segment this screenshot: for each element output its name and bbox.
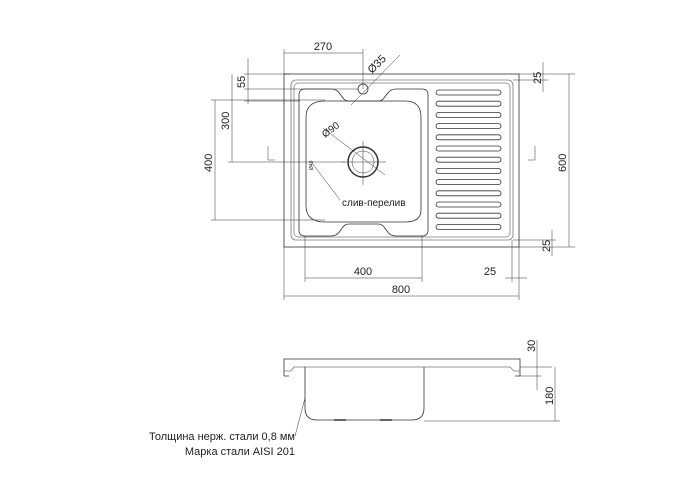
dim-drain-offset: 300 (220, 112, 232, 130)
drainer-groove (435, 134, 502, 141)
drainer-groove (435, 100, 502, 107)
drainer-groove (435, 123, 502, 129)
dim-drain-diameter: Ø90 (320, 120, 342, 140)
dim-overflow-diameter: Ø35 (366, 53, 389, 76)
dim-bowl-length: 400 (203, 154, 215, 172)
drainer-groove (435, 156, 502, 163)
dim-rim-top: 25 (532, 72, 544, 84)
overflow-label: слив-перелив (342, 198, 406, 209)
overflow-small-label: Ø40 (309, 160, 315, 170)
drainer-groove (435, 190, 502, 197)
note-grade: Марка стали AISI 201 (185, 446, 295, 458)
bowl-outer (298, 88, 429, 237)
sink-rim-inner (293, 82, 511, 238)
bowl-inner (305, 100, 422, 223)
dim-bowl-width: 400 (354, 266, 372, 278)
bowl-section (304, 367, 425, 421)
sink-rim (290, 79, 514, 241)
sink-outline (283, 73, 520, 248)
drainer-groove (435, 201, 502, 208)
dim-bowl-depth: 180 (544, 387, 556, 405)
dim-rim-height: 30 (526, 340, 538, 352)
drainer-groove (435, 212, 502, 219)
drainer-groove (435, 112, 502, 118)
dim-total-width: 800 (392, 284, 410, 296)
drainer-groove (435, 223, 502, 230)
dim-overflow-offset: 270 (314, 41, 332, 53)
drainer-grooves (435, 89, 502, 230)
note-thickness: Толщина нерж. стали 0,8 мм (149, 431, 295, 443)
sink-section (283, 340, 560, 437)
drainer-groove (435, 145, 502, 152)
dim-rim-bottom: 25 (541, 240, 553, 252)
dimension-lines (211, 49, 575, 300)
dim-rim-side: 25 (484, 266, 496, 278)
dim-total-depth: 600 (557, 154, 569, 172)
drainer-groove (435, 179, 502, 186)
dim-top-offset: 55 (236, 76, 248, 88)
drainer-groove (435, 167, 502, 174)
drainer-groove (435, 89, 502, 96)
